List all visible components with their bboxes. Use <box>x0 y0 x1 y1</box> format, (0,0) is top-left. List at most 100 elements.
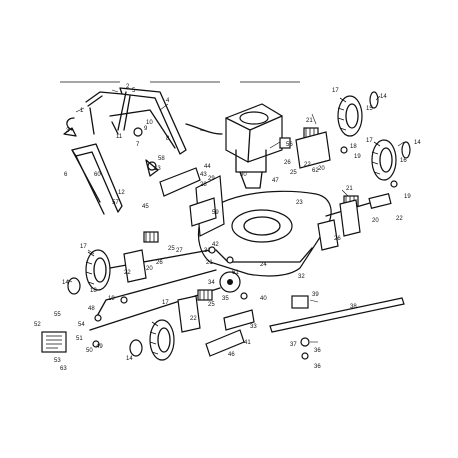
callout-22c: 22 <box>124 270 131 276</box>
callout-22d: 22 <box>190 316 197 322</box>
callout-55: 55 <box>54 312 61 318</box>
callout-1: 1 <box>80 108 84 114</box>
mower-deck <box>197 190 332 277</box>
callout-20b: 20 <box>372 218 379 224</box>
callout-28: 28 <box>200 182 207 188</box>
callout-60: 60 <box>94 172 101 178</box>
callout-18a: 18 <box>350 144 357 150</box>
callout-36a: 36 <box>314 348 321 354</box>
callout-48: 48 <box>88 306 95 312</box>
callout-19a: 19 <box>354 154 361 160</box>
callout-35: 35 <box>222 296 229 302</box>
callout-30: 30 <box>240 172 247 178</box>
callout-57: 57 <box>112 200 119 206</box>
callout-17c: 17 <box>80 244 87 250</box>
wheel-front-right-lower <box>371 139 397 181</box>
callout-25a: 25 <box>290 170 297 176</box>
callout-14b: 14 <box>414 140 421 146</box>
callout-51: 51 <box>76 336 83 342</box>
control-bail <box>109 109 176 149</box>
hardware-bolts <box>92 146 398 348</box>
instruction-plate <box>41 331 67 353</box>
callout-44: 44 <box>204 164 211 170</box>
engine <box>225 103 291 189</box>
lower-handle <box>71 143 123 215</box>
callout-17b: 17 <box>366 138 373 144</box>
blade-adapter <box>219 271 241 293</box>
callout-6: 6 <box>64 172 68 178</box>
callout-53: 53 <box>54 358 61 364</box>
callout-23: 23 <box>296 200 303 206</box>
callout-27: 27 <box>176 248 183 254</box>
callout-26b: 26 <box>334 236 341 242</box>
callout-21b: 21 <box>346 186 353 192</box>
callout-21a: 21 <box>306 118 313 124</box>
mulch-plug <box>205 309 255 357</box>
callout-19c: 19 <box>108 296 115 302</box>
callout-36b: 36 <box>314 364 321 370</box>
callout-25c: 25 <box>208 302 215 308</box>
callout-26c: 26 <box>156 260 163 266</box>
engine-bracket <box>189 197 217 227</box>
callout-22b: 22 <box>396 216 403 222</box>
wheel-rear-left-upper <box>85 249 111 291</box>
callout-25b: 25 <box>168 246 175 252</box>
callout-17d: 17 <box>162 300 169 306</box>
callout-32: 32 <box>298 274 305 280</box>
callout-61: 61 <box>232 270 239 276</box>
callout-21c: 21 <box>206 260 213 266</box>
callout-20a: 20 <box>318 166 325 172</box>
callout-2: 2 <box>126 84 130 90</box>
leader-lines <box>67 89 405 343</box>
callout-13: 13 <box>154 166 161 172</box>
callout-24: 24 <box>260 262 267 268</box>
callout-12: 12 <box>118 190 125 196</box>
callout-5: 5 <box>132 88 136 94</box>
callout-47: 47 <box>272 178 279 184</box>
callout-45: 45 <box>142 204 149 210</box>
blade-adapter-plate <box>291 295 309 309</box>
height-adjuster-rear-lower <box>197 289 213 301</box>
callout-37: 37 <box>290 342 297 348</box>
callout-14a: 14 <box>380 94 387 100</box>
height-adjuster-front-upper <box>303 127 319 139</box>
cord-guide <box>63 127 77 137</box>
callout-15: 15 <box>366 106 373 112</box>
callout-7: 7 <box>136 142 140 148</box>
callout-20c: 20 <box>146 266 153 272</box>
callout-41: 41 <box>244 340 251 346</box>
callout-16: 16 <box>400 158 407 164</box>
blade-bolt <box>300 337 310 360</box>
callout-43: 43 <box>200 172 207 178</box>
height-adjuster-rear-upper <box>143 231 159 243</box>
handle-knobs <box>133 127 159 177</box>
callout-22a: 22 <box>304 162 311 168</box>
callout-56: 56 <box>286 142 293 148</box>
callout-42: 42 <box>212 242 219 248</box>
wheel-rear-left-lower <box>149 319 175 361</box>
callout-59: 59 <box>212 210 219 216</box>
callout-62: 62 <box>312 168 319 174</box>
callout-labels: 1 2 3 4 5 6 7 8 9 10 11 12 13 14 14 14 1… <box>34 84 421 372</box>
hubcap-rear-left-lower <box>129 339 143 357</box>
callout-4: 4 <box>166 98 170 104</box>
hubcap-rear-left-upper <box>67 277 81 295</box>
callout-26a: 26 <box>284 160 291 166</box>
callout-39: 39 <box>312 292 319 298</box>
callout-9: 9 <box>144 126 148 132</box>
callout-19b: 19 <box>404 194 411 200</box>
callout-17a: 17 <box>332 88 339 94</box>
callout-31: 31 <box>204 248 211 254</box>
callout-3: 3 <box>66 128 70 134</box>
callout-11: 11 <box>116 134 123 140</box>
callout-58: 58 <box>158 156 165 162</box>
callout-14d: 14 <box>126 356 133 362</box>
callout-63: 63 <box>60 366 67 372</box>
callout-14c: 14 <box>62 280 69 286</box>
callout-50: 50 <box>86 348 93 354</box>
hubcap-front-right-upper <box>369 91 379 109</box>
callout-10: 10 <box>146 120 153 126</box>
cutting-blade <box>269 297 405 333</box>
wheel-brackets <box>123 131 361 333</box>
